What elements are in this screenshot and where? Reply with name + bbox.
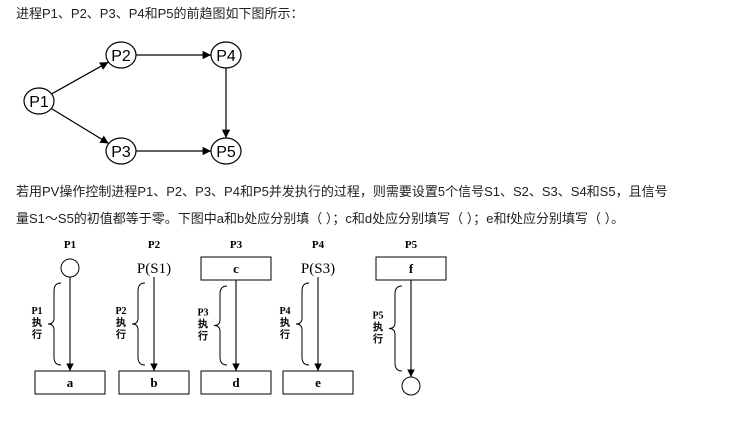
exec-brace-p5: [388, 285, 403, 372]
intro-text: 进程P1、P2、P3、P4和P5的前趋图如下图所示：: [16, 6, 304, 21]
question-line-2: 量S1～S5的初值都等于零。下图中a和b处应分别填（ ）；c和d处应分别填写（ …: [16, 211, 625, 226]
exec-label-p3-0: P3: [197, 308, 208, 319]
process-title-p1: P1: [64, 239, 76, 251]
end-box-label-p2: b: [150, 375, 157, 390]
exec-label-p4-2: 行: [279, 328, 290, 341]
start-box-label-p5: f: [409, 261, 414, 276]
end-circle-p5: [401, 376, 421, 396]
exec-label-p1-0: P1: [31, 306, 42, 317]
graph-edge-p1-p3: [50, 107, 110, 145]
exec-label-p2-2: 行: [115, 328, 126, 341]
graph-node-label-p3: P3: [111, 144, 131, 161]
end-box-label-p4: e: [315, 375, 321, 390]
exec-label-p5-1: 执: [373, 321, 383, 334]
graph-node-p4: [210, 41, 242, 69]
process-title-p3: P3: [230, 239, 243, 251]
graph-node-label-p5: P5: [216, 144, 236, 161]
process-title-p5: P5: [405, 239, 418, 251]
exec-label-p3-1: 执: [198, 318, 208, 331]
start-box-label-p3: c: [233, 261, 239, 276]
graph-node-p5: [210, 137, 242, 165]
process-title-p4: P4: [312, 239, 325, 251]
exec-label-p3-2: 行: [197, 330, 208, 343]
end-box-label-p3: d: [232, 375, 240, 390]
graph-node-label-p2: P2: [111, 48, 131, 65]
start-circle-p1: [60, 258, 80, 278]
exec-label-p2-0: P2: [115, 306, 126, 317]
start-op-p4: P(S3): [301, 261, 335, 277]
graph-node-p3: [105, 137, 137, 165]
graph-node-label-p1: P1: [29, 94, 49, 111]
start-op-p2: P(S1): [137, 261, 171, 277]
graph-node-label-p4: P4: [216, 48, 236, 65]
exec-label-p4-0: P4: [279, 306, 290, 317]
exec-label-p5-2: 行: [372, 333, 383, 346]
exec-label-p1-1: 执: [32, 316, 42, 329]
end-box-label-p1: a: [67, 375, 74, 390]
exec-label-p4-1: 执: [280, 316, 290, 329]
exec-brace-p1: [47, 282, 62, 366]
exec-brace-p3: [213, 285, 228, 366]
graph-node-p2: [105, 41, 137, 69]
exec-label-p1-2: 行: [31, 328, 42, 341]
exec-label-p5-0: P5: [372, 311, 383, 322]
exec-brace-p2: [131, 282, 146, 366]
process-title-p2: P2: [148, 239, 161, 251]
exec-label-p2-1: 执: [116, 316, 126, 329]
graph-edge-p1-p2: [51, 61, 109, 95]
graph-node-p1: [23, 87, 55, 115]
question-line-1: 若用PV操作控制进程P1、P2、P3、P4和P5并发执行的过程，则需要设置5个信…: [16, 184, 668, 199]
exec-brace-p4: [295, 282, 310, 366]
